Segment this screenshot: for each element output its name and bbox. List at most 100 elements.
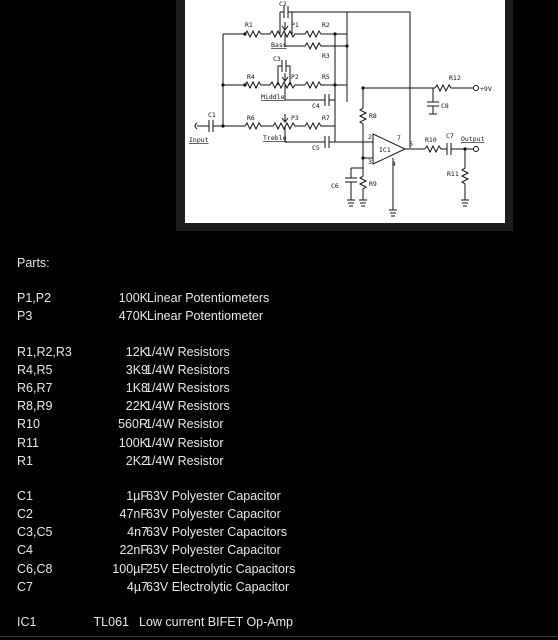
r2-label: R2 bbox=[322, 21, 330, 29]
part-value: 1µF bbox=[126, 488, 148, 503]
parts-heading: Parts: bbox=[17, 256, 50, 270]
part-value: 22K bbox=[125, 399, 148, 414]
c2-label: C2 bbox=[279, 0, 287, 8]
c3-label: C3 bbox=[273, 55, 281, 63]
part-ref: C3,C5 bbox=[17, 525, 53, 540]
part-desc: 1/4W Resistors bbox=[145, 399, 230, 414]
c6-label: C6 bbox=[331, 182, 339, 190]
part-desc: 1/4W Resistor bbox=[145, 453, 224, 468]
part-value: 4µ7 bbox=[126, 579, 148, 594]
part-desc: 1/4W Resistor bbox=[145, 417, 224, 432]
part-ref: C6,C8 bbox=[17, 561, 53, 576]
part-ref: IC1 bbox=[17, 615, 37, 629]
r8-label: R8 bbox=[369, 112, 377, 120]
part-value: 100µF bbox=[112, 561, 148, 576]
part-desc: 1/4W Resistors bbox=[145, 362, 230, 377]
tone-control-schematic: C2 R1 P1 R2 Bass R3 C3 R4 P2 R5 Middle bbox=[185, 0, 505, 223]
r9-label: R9 bbox=[369, 180, 377, 188]
bottom-divider bbox=[0, 636, 558, 637]
part-desc: 63V Polyester Capacitor bbox=[146, 543, 281, 558]
part-ref: R1 bbox=[17, 453, 33, 468]
r1-label: R1 bbox=[245, 21, 253, 29]
part-ref: C7 bbox=[17, 579, 33, 594]
pin6-label: 6 bbox=[409, 140, 413, 148]
part-value: 470K bbox=[118, 309, 148, 324]
p2-label: P2 bbox=[291, 73, 299, 81]
pin4-label: 4 bbox=[392, 160, 396, 168]
c5-label: C5 bbox=[312, 144, 320, 152]
c1-label: C1 bbox=[208, 111, 216, 119]
part-ref: C2 bbox=[17, 507, 33, 522]
bass-label: Bass bbox=[271, 41, 287, 49]
part-value: 22nF bbox=[119, 543, 149, 558]
part-value: 1K8 bbox=[125, 380, 148, 395]
ic1-label: IC1 bbox=[379, 146, 391, 154]
r11-label: R11 bbox=[447, 170, 459, 178]
middle-label: Middle bbox=[261, 93, 285, 101]
r12-label: R12 bbox=[449, 74, 461, 82]
part-ref: R4,R5 bbox=[17, 362, 53, 377]
part-ref: R8,R9 bbox=[17, 399, 53, 414]
part-ref: C4 bbox=[17, 543, 33, 558]
pin2-label: 2 bbox=[368, 133, 372, 141]
part-desc: 63V Polyester Capacitors bbox=[146, 525, 288, 540]
part-ref: C1 bbox=[17, 488, 33, 503]
c4-label: C4 bbox=[312, 102, 320, 110]
part-value: 100K bbox=[118, 435, 148, 450]
c8-label: C8 bbox=[441, 102, 449, 110]
part-value: 100K bbox=[118, 291, 148, 306]
ic-list: IC1 TL061 Low current BIFET Op-Amp bbox=[17, 613, 293, 631]
r5-label: R5 bbox=[322, 73, 330, 81]
part-value: 2K2 bbox=[125, 453, 148, 468]
r7-label: R7 bbox=[322, 114, 330, 122]
bass-network: C2 R1 P1 R2 Bass R3 bbox=[237, 0, 349, 60]
p3-label: P3 bbox=[291, 114, 299, 122]
treble-network: C1 Input R6 P3 R7 Treble C5 bbox=[189, 33, 335, 152]
pin7-label: 7 bbox=[397, 134, 401, 142]
part-desc: 63V Polyester Capacitor bbox=[146, 488, 281, 503]
part-desc: 63V Electrolytic Capacitor bbox=[146, 579, 290, 594]
part-value: TL061 bbox=[93, 615, 129, 629]
r3-label: R3 bbox=[322, 52, 330, 60]
pin3-label: 3 bbox=[368, 158, 372, 166]
part-desc: Low current BIFET Op-Amp bbox=[139, 615, 293, 629]
part-ref: R11 bbox=[17, 435, 40, 450]
r4-label: R4 bbox=[247, 73, 255, 81]
part-ref: P3 bbox=[17, 309, 33, 324]
part-desc: 1/4W Resistor bbox=[145, 435, 224, 450]
part-value: 3K9 bbox=[125, 362, 148, 377]
part-value: 12K bbox=[125, 344, 148, 359]
part-value: 560R bbox=[118, 417, 148, 432]
r6-label: R6 bbox=[247, 114, 255, 122]
input-label: Input bbox=[189, 136, 209, 144]
output-label: Output bbox=[461, 135, 485, 143]
part-ref: R6,R7 bbox=[17, 380, 53, 395]
middle-network: C3 R4 P2 R5 Middle C4 bbox=[223, 55, 347, 110]
part-desc: 25V Electrolytic Capacitors bbox=[146, 561, 296, 576]
part-desc: 1/4W Resistors bbox=[145, 380, 230, 395]
part-ref: P1,P2 bbox=[17, 291, 52, 306]
part-row: IC1 TL061 Low current BIFET Op-Amp bbox=[17, 613, 293, 631]
part-value: 47nF bbox=[119, 507, 149, 522]
treble-label: Treble bbox=[263, 134, 287, 142]
op-amp-stage: IC1 2 3 7 6 4 R8 R9 C6 bbox=[292, 11, 425, 217]
part-desc: 1/4W Resistors bbox=[145, 344, 230, 359]
supply-label: +9V bbox=[480, 85, 492, 93]
part-desc: 63V Polyester Capacitor bbox=[146, 507, 281, 522]
